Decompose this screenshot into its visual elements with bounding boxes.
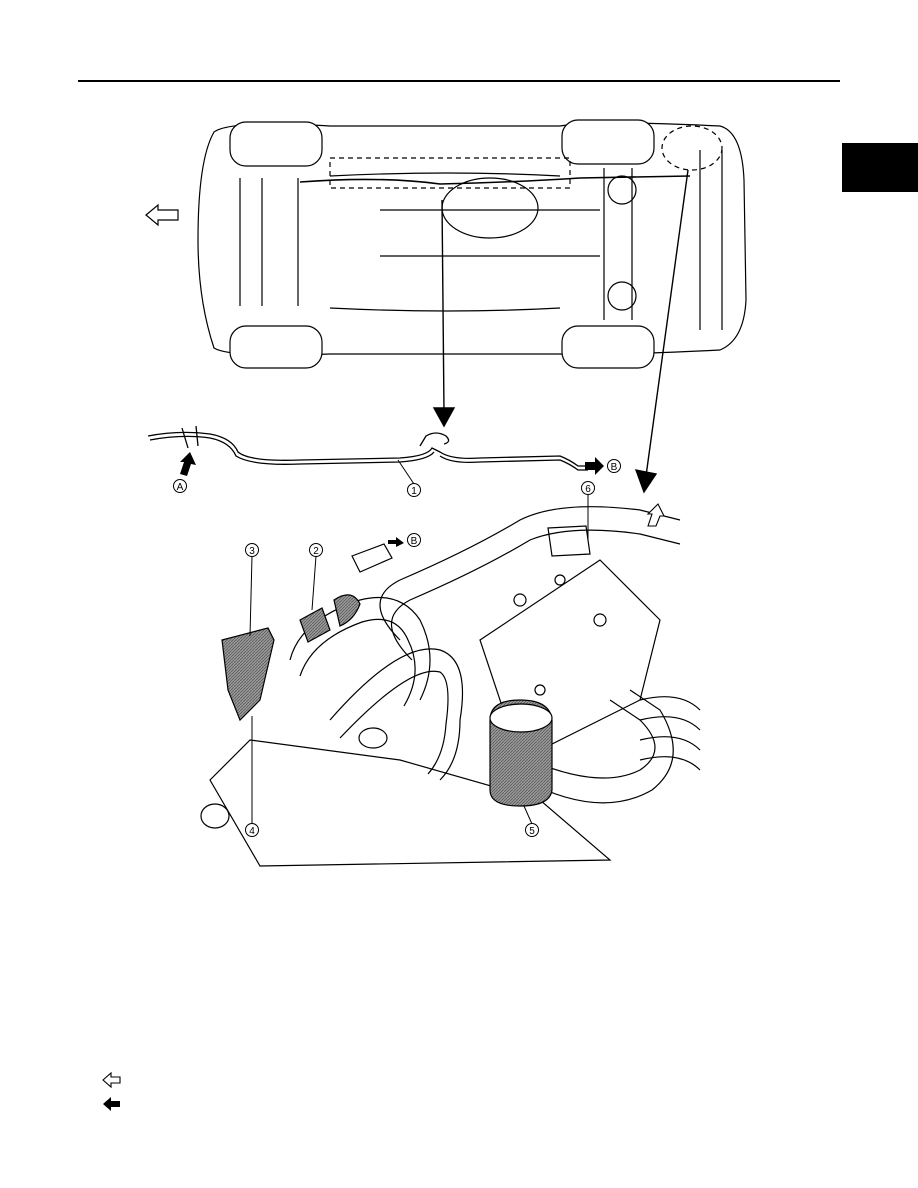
coil-spring (639, 696, 701, 771)
connector-2 (299, 607, 331, 643)
canister-5-top (489, 703, 553, 733)
callout-4 (245, 716, 259, 837)
fuel-line-assembly (147, 425, 588, 471)
header-rule (78, 80, 840, 82)
callout-label-4: 4 (249, 826, 255, 837)
bracket-hole (593, 613, 607, 627)
rear-differential (607, 175, 637, 205)
legend (102, 1071, 121, 1111)
round-port (200, 803, 230, 829)
view-leader-arrows (432, 169, 689, 494)
fuel-tank (441, 177, 539, 239)
fuel-line-tube (147, 431, 588, 467)
front-arrow-outline-icon (102, 1071, 121, 1089)
chassis-crossmember (380, 209, 600, 257)
engine-bay-view (200, 506, 701, 867)
front-left-wheel (229, 121, 323, 167)
callout-ref-a (173, 479, 187, 493)
highlight-fuel-line-zone (329, 157, 571, 189)
callouts: 1 2 3 4 5 6 A B B (173, 459, 621, 837)
solenoid-valve-3 (221, 627, 275, 722)
front-direction-arrow (145, 203, 179, 227)
callout-1 (397, 459, 421, 497)
callout-label-2: 2 (313, 546, 319, 557)
fuel-line-route (299, 175, 691, 185)
rear-axle (603, 168, 633, 320)
chassis-rail (329, 172, 561, 312)
tube-connector-top (547, 525, 591, 557)
hose-main-edge (390, 529, 681, 661)
callout-ref-b-lower (407, 533, 421, 547)
highlight-rear-zone (661, 125, 723, 171)
hose-lower (329, 648, 464, 781)
callout-label-a: A (177, 482, 184, 493)
callout-2 (309, 543, 323, 611)
callout-5 (523, 805, 539, 837)
callout-label-5: 5 (529, 826, 535, 837)
fuel-line-bracket (181, 425, 450, 449)
rear-bumper (699, 150, 723, 330)
front-right-wheel (229, 325, 323, 369)
callout-ref-b-upper (607, 459, 621, 473)
oil-cap (358, 727, 388, 749)
callout-6 (581, 481, 595, 540)
u-hose (529, 699, 656, 779)
callout-label-b-lower: B (411, 536, 418, 547)
front-crossmember (239, 178, 299, 306)
hatched-components (221, 594, 553, 807)
hose-main (379, 506, 681, 641)
rear-right-wheel (561, 325, 655, 369)
bracket-hole (534, 684, 546, 696)
arrow-b-lower (388, 537, 404, 547)
rear-spring (607, 281, 637, 311)
callout-label-b-upper: B (611, 462, 618, 473)
section-tab-marker (842, 143, 918, 192)
hose-upper-loop-edge (299, 618, 416, 707)
hose-lower-edge (339, 670, 449, 775)
hose-end-b (351, 543, 393, 573)
callout-label-3: 3 (249, 546, 255, 557)
hose-clamp-2 (333, 594, 361, 627)
bracket-hole (513, 593, 527, 607)
hose-upper-loop (289, 596, 431, 701)
direction-arrow-solid-icon (103, 1097, 120, 1111)
fuel-line-tube-2 (149, 435, 588, 471)
arrow-a (180, 452, 196, 476)
callout-label-6: 6 (585, 484, 591, 495)
rear-left-wheel (561, 119, 655, 165)
arrow-b-upper (585, 457, 604, 475)
callout-3 (245, 543, 259, 637)
callout-label-1: 1 (411, 486, 417, 497)
u-hose-edge (523, 689, 674, 804)
view-direction-arrow (646, 503, 665, 527)
bracket-hole (554, 574, 566, 586)
vehicle-underbody-view (197, 119, 747, 369)
